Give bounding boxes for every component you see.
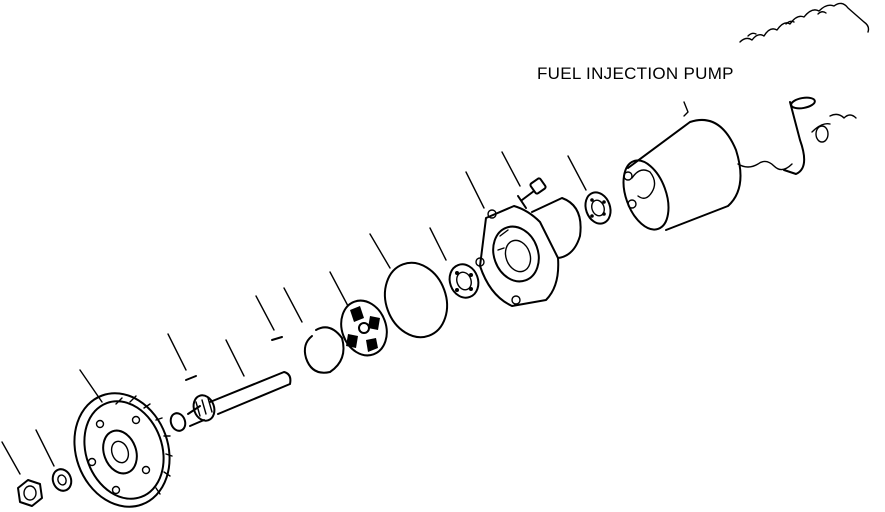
pump-bearing: [584, 191, 612, 225]
fuel-injection-pump-label: FUEL INJECTION PUMP: [537, 64, 734, 83]
fuel-injection-pump: [622, 96, 857, 231]
fuel-pipes: [739, 2, 870, 43]
ball-bearing: [448, 263, 480, 299]
washer: [51, 468, 73, 492]
snap-ring: [303, 326, 345, 374]
mounting-bolt: [517, 177, 547, 209]
coupling: [340, 299, 388, 357]
drive-housing: [475, 197, 582, 307]
drive-gear: [73, 392, 173, 508]
shaft-key: [185, 375, 197, 381]
hex-nut: [17, 479, 43, 507]
o-ring: [383, 261, 449, 339]
drive-shaft: [169, 371, 292, 432]
leader-lines: [1, 151, 587, 475]
woodruff-key: [271, 336, 283, 341]
